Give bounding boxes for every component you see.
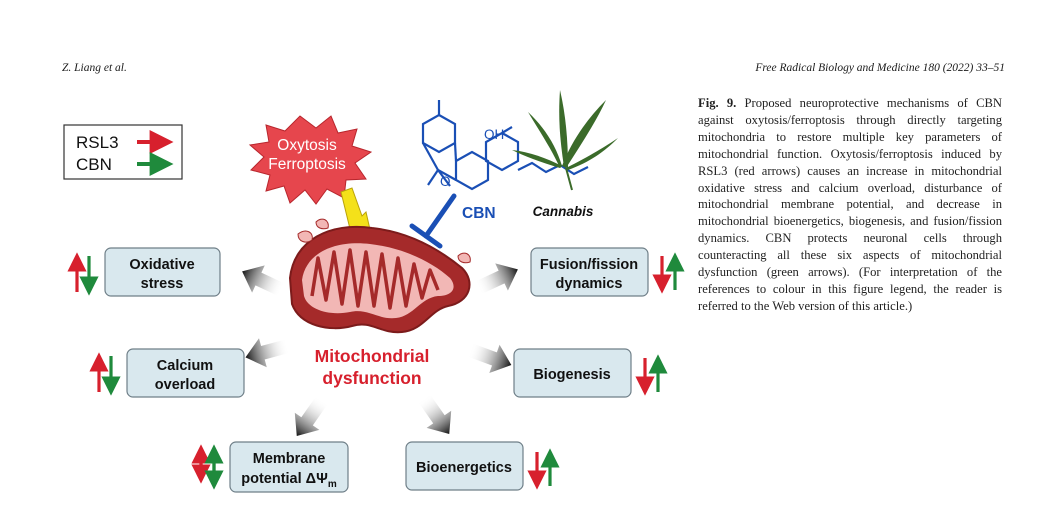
svg-text:potential ΔΨm: potential ΔΨm: [241, 471, 337, 490]
cbn-name-label: CBN: [462, 205, 496, 222]
box-oxidative-stress: Oxidative stress: [104, 247, 221, 297]
svg-text:Bioenergetics: Bioenergetics: [416, 460, 512, 476]
legend-cbn-label: CBN: [76, 155, 112, 174]
figure-caption: Fig. 9. Proposed neuroprotective mechani…: [698, 95, 1002, 315]
box-membrane-potential: Membrane potential ΔΨm: [229, 441, 349, 493]
svg-text:stress: stress: [141, 276, 184, 292]
arrow-to-bioenergetics: [411, 389, 462, 443]
indicator-fusion: [652, 252, 685, 294]
indicator-membrane: [191, 444, 224, 490]
arrow-to-calcium: [241, 331, 292, 372]
box-bioenergetics: Bioenergetics: [405, 441, 524, 491]
mitochondrion-illustration: [288, 218, 471, 334]
cbn-structure: [421, 100, 589, 191]
legend: RSL3 CBN: [63, 124, 183, 180]
arrow-to-membrane: [284, 391, 335, 445]
indicator-calcium: [89, 352, 121, 396]
svg-text:Calcium: Calcium: [157, 358, 213, 374]
figure-label: Fig. 9.: [698, 96, 737, 110]
figure-diagram: RSL3 CBN Oxytosis Ferroptosis OH O CBN C: [63, 90, 685, 493]
box-biogenesis: Biogenesis: [513, 348, 632, 398]
running-head-authors: Z. Liang et al.: [62, 62, 127, 74]
cannabis-leaf-icon: [512, 90, 618, 191]
svg-text:Biogenesis: Biogenesis: [533, 367, 610, 383]
indicator-oxidative: [67, 252, 99, 296]
center-label-line1: Mitochondrial: [315, 346, 430, 366]
running-head-journal: Free Radical Biology and Medicine 180 (2…: [755, 62, 1005, 74]
arrow-to-oxidative: [235, 257, 289, 304]
svg-text:Fusion/fission: Fusion/fission: [540, 257, 638, 273]
box-calcium-overload: Calcium overload: [126, 348, 245, 398]
arrow-to-biogenesis: [464, 335, 517, 380]
cannabis-label: Cannabis: [533, 204, 594, 219]
burst-line1: Oxytosis: [277, 137, 337, 154]
svg-text:Membrane: Membrane: [253, 451, 326, 467]
svg-text:dynamics: dynamics: [556, 276, 623, 292]
caption-text: Proposed neuroprotective mechanisms of C…: [698, 96, 1002, 313]
burst-line2: Ferroptosis: [268, 156, 346, 173]
cbn-inhibition-bar: [409, 193, 457, 249]
legend-rsl3-label: RSL3: [76, 133, 119, 152]
center-label-line2: dysfunction: [322, 368, 421, 388]
ring-oxygen-label: O: [440, 174, 451, 189]
indicator-bioenergetics: [527, 448, 560, 490]
arrow-to-fusion: [471, 255, 525, 302]
svg-text:overload: overload: [155, 377, 215, 393]
oh-label: OH: [484, 127, 504, 142]
svg-text:Oxidative: Oxidative: [129, 257, 194, 273]
indicator-biogenesis: [635, 354, 668, 396]
oxytosis-ferroptosis-burst: Oxytosis Ferroptosis: [248, 115, 373, 205]
box-fusion-fission: Fusion/fission dynamics: [530, 247, 649, 297]
